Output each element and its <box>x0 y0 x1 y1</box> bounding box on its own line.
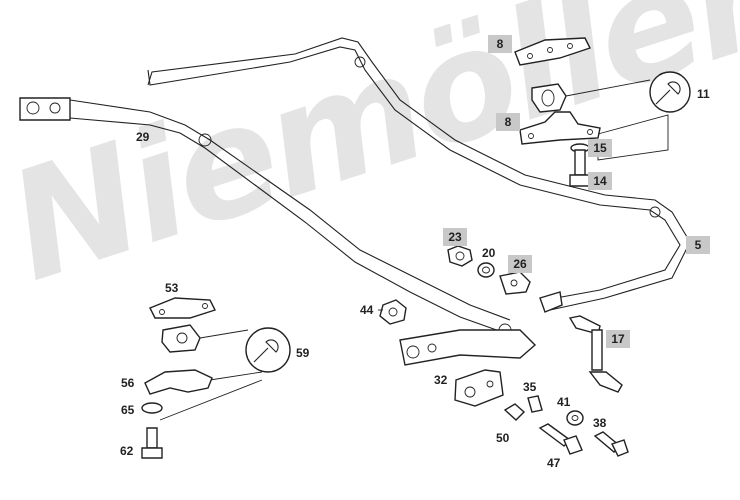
callout-50: 50 <box>496 431 510 445</box>
rubber-bush-block <box>161 324 201 353</box>
callout-65: 65 <box>121 403 135 417</box>
nut-23 <box>447 245 473 267</box>
callout-35: 35 <box>523 380 537 394</box>
callout-23: 23 <box>443 228 467 246</box>
bolt-14 <box>569 149 591 187</box>
stabilizer-bar-5 <box>147 37 691 313</box>
rubber-bush <box>531 83 567 113</box>
callout-29: 29 <box>136 130 150 144</box>
callout-20: 20 <box>482 246 496 260</box>
coupling-rod-17 <box>568 315 623 393</box>
callout-26: 26 <box>508 255 532 273</box>
sleeve-35 <box>527 395 543 413</box>
bolt-38 <box>593 431 629 457</box>
clip-50 <box>503 403 526 421</box>
callout-53: 53 <box>165 281 179 295</box>
callout-11: 11 <box>697 87 710 101</box>
bracket-32 <box>454 369 504 407</box>
bolt-47 <box>538 423 583 455</box>
callout-62: 62 <box>120 444 134 458</box>
callout-59: 59 <box>296 346 310 360</box>
callout-56: 56 <box>121 376 135 390</box>
callout-14: 14 <box>588 172 612 190</box>
callout-38: 38 <box>593 416 607 430</box>
callout-41: 41 <box>557 395 571 409</box>
nut-44 <box>379 299 407 325</box>
wrench-icon <box>649 71 691 113</box>
washer-20 <box>477 262 495 278</box>
wrench-icon <box>245 327 291 373</box>
callout-17: 17 <box>606 330 630 348</box>
stabilizer-bar-29 <box>19 97 512 337</box>
washer-41 <box>566 410 584 426</box>
callout-47: 47 <box>547 456 561 470</box>
callout-44: 44 <box>360 303 374 317</box>
clamp-8-lower <box>519 111 601 145</box>
callout-15: 15 <box>588 139 612 157</box>
callout-32: 32 <box>434 373 448 387</box>
clip-26 <box>499 271 531 295</box>
link-bracket <box>399 329 537 366</box>
callout-8-lower: 8 <box>496 113 520 131</box>
washer-65 <box>141 402 163 414</box>
bolt-62 <box>141 427 163 459</box>
callout-5: 5 <box>686 236 710 254</box>
clamp-8-top <box>514 37 591 66</box>
plate-53 <box>149 297 216 319</box>
callout-8-top: 8 <box>488 35 512 53</box>
clamp-56 <box>144 369 213 395</box>
